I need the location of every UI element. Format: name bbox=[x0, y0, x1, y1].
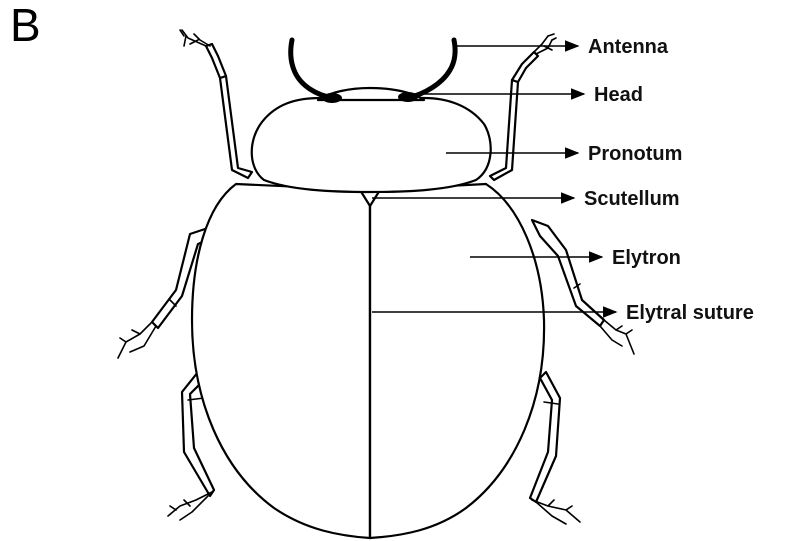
label-pronotum: Pronotum bbox=[588, 143, 682, 165]
label-elytral-suture: Elytral suture bbox=[626, 302, 754, 324]
label-antenna: Antenna bbox=[588, 36, 669, 58]
label-elytron: Elytron bbox=[612, 247, 681, 269]
label-scutellum: Scutellum bbox=[584, 188, 680, 210]
head-shape bbox=[318, 88, 424, 103]
left-antenna bbox=[291, 40, 334, 98]
labels: Antenna Head Pronotum Scutellum Elytron … bbox=[584, 36, 754, 324]
mid-right-leg bbox=[532, 220, 634, 354]
left-eye bbox=[322, 93, 342, 103]
right-elytron bbox=[370, 184, 544, 538]
elytra bbox=[192, 184, 544, 538]
left-elytron bbox=[192, 184, 370, 538]
label-head: Head bbox=[594, 84, 643, 106]
pronotum-shape bbox=[252, 98, 491, 192]
hind-right-leg bbox=[530, 372, 580, 524]
front-left-leg bbox=[180, 30, 252, 178]
front-right-leg bbox=[490, 34, 556, 180]
right-antenna bbox=[408, 40, 455, 98]
